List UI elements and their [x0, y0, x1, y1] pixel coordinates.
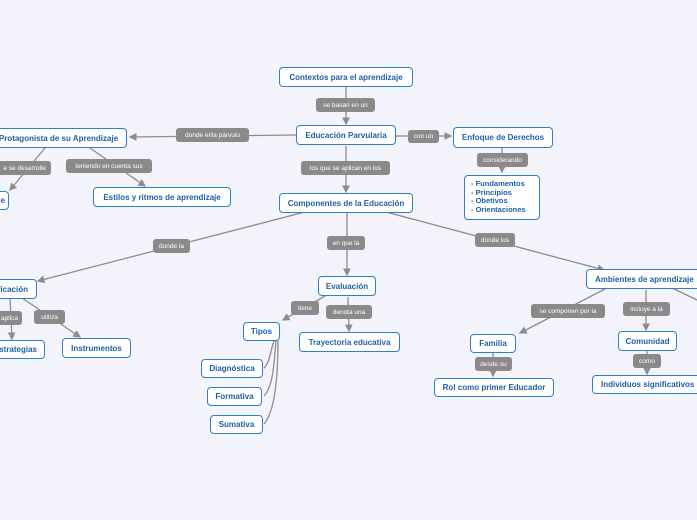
link-label-denota-una: denota una: [326, 305, 372, 319]
node-partial-left-label: e: [0, 196, 5, 205]
node-enfoque-items[interactable]: - Fundamentos - Principios - Obetivos - …: [464, 175, 540, 220]
link-label-se-desarrolle: e se desarrolle: [0, 161, 51, 175]
node-educacion-parvularia[interactable]: Educación Parvularia: [296, 125, 396, 145]
node-estrategias-label: strategias: [0, 345, 37, 354]
link-label-desde-su: desde su: [475, 357, 512, 371]
node-contextos[interactable]: Contextos para el aprendizaje: [279, 67, 413, 87]
link-label-utiliza: utiliza: [34, 310, 65, 324]
node-evaluacion-label: Evaluación: [325, 281, 369, 291]
node-planificacion[interactable]: ficación: [0, 279, 37, 299]
node-diagnostica[interactable]: Diagnóstica: [201, 359, 263, 378]
node-evaluacion[interactable]: Evaluación: [318, 276, 376, 296]
node-formativa-label: Formativa: [215, 392, 254, 401]
link-label-aplica: aplica: [0, 311, 22, 325]
node-sumativa-label: Sumativa: [218, 420, 255, 429]
node-enfoque-derechos-label: Enfoque de Derechos: [461, 133, 545, 142]
enfoque-item: - Obetivos: [471, 196, 508, 205]
enfoque-item: - Orientaciones: [471, 204, 526, 214]
link-label-con-un: con un: [408, 130, 439, 143]
enfoque-items-list: - Fundamentos - Principios - Obetivos - …: [471, 179, 526, 214]
node-protagonista[interactable]: Protagonista de su Aprendizaje: [0, 128, 127, 148]
node-familia[interactable]: Familia: [470, 334, 516, 353]
link-label-se-basan: se basan en un: [316, 98, 375, 112]
node-instrumentos-label: Instrumentos: [71, 343, 122, 353]
node-planificacion-label: ficación: [0, 284, 28, 294]
node-tipos-label: Tipos: [250, 327, 273, 336]
link-label-como: como: [633, 354, 661, 368]
node-contextos-label: Contextos para el aprendizaje: [289, 72, 403, 82]
node-trayectoria[interactable]: Trayectoria educativa: [299, 332, 400, 352]
link-label-se-componen: se componen por la: [531, 304, 605, 318]
node-tipos[interactable]: Tipos: [243, 322, 280, 341]
link-label-donde-los: donde los: [475, 233, 515, 247]
node-protagonista-label: Protagonista de su Aprendizaje: [0, 133, 119, 143]
link-label-en-que-la: en que la: [327, 236, 365, 250]
node-estrategias[interactable]: strategias: [0, 340, 45, 359]
node-estilos-label: Estilos y ritmos de aprendizaje: [103, 192, 221, 202]
node-trayectoria-label: Trayectoria educativa: [308, 337, 391, 347]
node-individuos[interactable]: Individuos significativos: [592, 375, 697, 394]
link-label-incluye-a-la: incluye a la: [623, 302, 670, 316]
link-label-los-que-se-aplican: los que se aplican en los: [301, 161, 390, 175]
link-label-considerando: considerando: [477, 153, 528, 167]
node-ambientes-label: Ambientes de aprendizaje: [595, 274, 694, 284]
link-label-donde-la: donde la: [153, 239, 190, 253]
enfoque-item: - Principios: [471, 187, 512, 197]
node-instrumentos[interactable]: Instrumentos: [62, 338, 131, 358]
node-componentes-label: Componentes de la Educación: [287, 198, 405, 208]
node-sumativa[interactable]: Sumativa: [210, 415, 263, 434]
node-rol-label: Rol como primer Educador: [442, 383, 546, 392]
link-label-donde-parvulo: donde el/la párvulo: [176, 128, 249, 142]
node-rol[interactable]: Rol como primer Educador: [434, 378, 554, 397]
node-enfoque-derechos[interactable]: Enfoque de Derechos: [453, 127, 553, 148]
link-label-teniendo-en-cuenta: teniendo en cuenta sus: [66, 159, 152, 173]
node-educacion-parvularia-label: Educación Parvularia: [305, 130, 387, 140]
link-label-tiene: tiene: [291, 301, 319, 315]
node-partial-left[interactable]: e: [0, 191, 9, 210]
node-familia-label: Familia: [479, 339, 507, 348]
node-diagnostica-label: Diagnóstica: [209, 364, 255, 373]
enfoque-item: - Fundamentos: [471, 179, 525, 188]
node-estilos[interactable]: Estilos y ritmos de aprendizaje: [93, 187, 231, 207]
node-individuos-label: Individuos significativos: [601, 380, 695, 389]
node-comunidad[interactable]: Comunidad: [618, 331, 677, 351]
node-componentes[interactable]: Componentes de la Educación: [279, 193, 413, 213]
node-ambientes[interactable]: Ambientes de aprendizaje: [586, 269, 697, 289]
node-comunidad-label: Comunidad: [625, 336, 670, 346]
node-formativa[interactable]: Formativa: [207, 387, 262, 406]
